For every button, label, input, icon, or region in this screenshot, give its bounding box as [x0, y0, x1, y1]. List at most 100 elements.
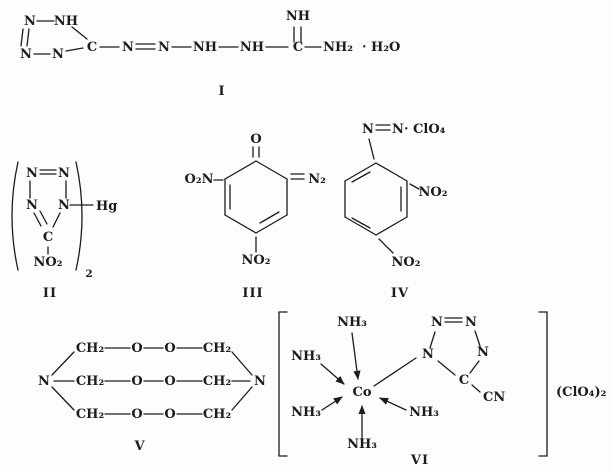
bond	[51, 386, 75, 411]
atom-imine-nh: NH	[286, 9, 310, 24]
left-bracket	[278, 311, 288, 457]
bond	[474, 330, 481, 347]
bond	[409, 183, 420, 190]
atom-n: N	[26, 198, 38, 213]
dative-bond-arrow	[320, 363, 345, 385]
bond	[429, 331, 436, 349]
nitro-group: NO₂	[419, 185, 448, 200]
atom-n: N	[58, 166, 70, 181]
bond	[231, 386, 253, 411]
methylene-group: CH₂	[203, 341, 231, 356]
bond	[224, 214, 257, 234]
peroxide-o: O	[131, 374, 142, 389]
diazo-group: N₂	[308, 172, 326, 187]
methylene-group: CH₂	[76, 374, 104, 389]
methylene-group: CH₂	[76, 341, 104, 356]
structure-ii: N N N N C NO₂ 2 Hg II	[11, 161, 117, 301]
ammine-group: NH₃	[347, 437, 377, 452]
dative-bond-arrow	[321, 396, 343, 411]
bond	[255, 160, 288, 180]
structure-i: N NH N N C N N NH NH C NH NH₂ · H₂O I	[20, 9, 400, 99]
oxo-atom: O	[250, 132, 261, 147]
bond	[378, 238, 394, 254]
atom-c: C	[293, 40, 303, 55]
peroxide-o: O	[164, 407, 175, 422]
structure-iii: O N₂ O₂N NO₂ III	[185, 132, 326, 301]
bond	[26, 28, 30, 47]
bond	[351, 217, 371, 229]
bond	[33, 212, 42, 227]
left-parenthesis	[11, 161, 19, 271]
bond	[71, 26, 88, 40]
atom-n: N	[20, 47, 32, 62]
counterion-label: (ClO₄)₂	[556, 385, 606, 400]
dative-bond-arrow	[379, 397, 407, 411]
structure-vi: NH₃ NH₃ NH₃ NH₃ NH₃ Co N N N N C CN (ClO…	[278, 311, 606, 468]
atom-n: N	[465, 315, 477, 330]
stoichiometry-subscript: 2	[85, 268, 92, 280]
bond	[231, 351, 253, 376]
atom-c: C	[43, 230, 53, 245]
amine-n: N	[38, 374, 50, 389]
structure-ii-label: II	[43, 286, 57, 301]
nitro-group: O₂N	[185, 172, 214, 187]
ammine-group: NH₃	[337, 315, 367, 330]
atom-c: C	[459, 373, 469, 388]
peroxide-o: O	[164, 374, 175, 389]
bond	[351, 171, 371, 183]
bond	[224, 160, 257, 180]
amine-n: N	[254, 374, 266, 389]
right-parenthesis	[75, 161, 83, 271]
bond	[259, 211, 280, 224]
peroxide-o: O	[164, 341, 175, 356]
ammine-group: NH₃	[291, 405, 321, 420]
peroxide-o: O	[131, 341, 142, 356]
atom-n: N	[26, 166, 38, 181]
diazonium-n: N	[362, 122, 374, 137]
nitro-group: NO₂	[34, 255, 63, 270]
bond	[39, 210, 48, 225]
structure-iii-label: III	[242, 286, 263, 301]
structure-v-label: V	[133, 439, 145, 454]
nitro-group: NO₂	[392, 255, 421, 270]
atom-n: N	[24, 14, 36, 29]
bond	[20, 28, 24, 47]
structure-iv: N N · ClO₄ NO₂ NO₂ IV	[344, 122, 448, 301]
ammine-group: NH₃	[409, 405, 439, 420]
atom-nh: NH	[193, 40, 217, 55]
bond	[52, 212, 61, 228]
atom-nh2: NH₂	[323, 40, 353, 55]
atom-n: N	[58, 198, 70, 213]
nitro-group: NO₂	[242, 253, 271, 268]
bond	[373, 357, 417, 387]
structure-iv-label: IV	[391, 286, 409, 301]
bond	[368, 138, 375, 160]
diazonium-n: N	[392, 122, 404, 137]
atom-n: N	[422, 347, 434, 362]
methylene-group: CH₂	[76, 407, 104, 422]
bond	[375, 216, 408, 236]
right-bracket	[538, 311, 548, 457]
bond	[51, 351, 75, 376]
structure-v: N N CH₂ O O CH₂ CH₂ O O CH₂ CH₂ O O CH₂ …	[38, 341, 266, 454]
atom-n: N	[158, 40, 170, 55]
atom-n: N	[477, 345, 489, 360]
methylene-group: CH₂	[203, 407, 231, 422]
hydrate-label: · H₂O	[362, 40, 400, 55]
structure-vi-label: VI	[410, 453, 429, 468]
bond	[469, 360, 480, 374]
ammine-group: NH₃	[291, 349, 321, 364]
bond	[344, 162, 377, 182]
dative-bond-arrow	[351, 332, 361, 380]
bond	[344, 216, 377, 236]
atom-n: N	[52, 47, 64, 62]
perchlorate-label: · ClO₄	[404, 122, 446, 137]
cyano-group: CN	[483, 390, 505, 405]
atom-c: C	[87, 40, 97, 55]
bond	[437, 360, 456, 376]
atom-n: N	[431, 315, 443, 330]
bond	[471, 384, 481, 393]
bond	[375, 162, 408, 182]
